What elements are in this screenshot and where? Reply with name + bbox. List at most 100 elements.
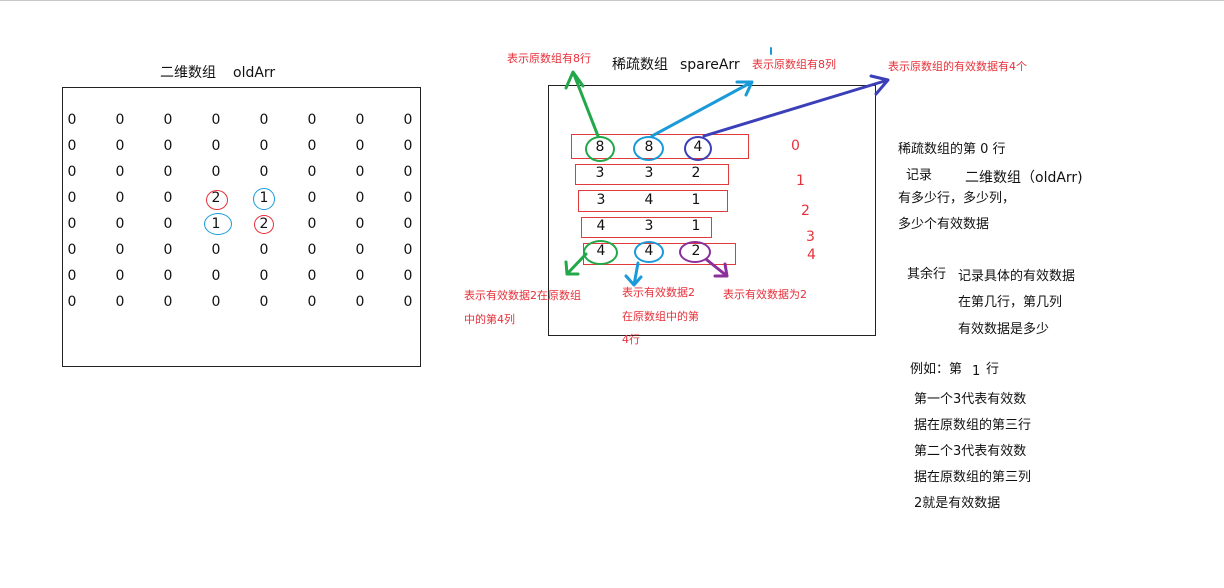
note-row-2: 在原数组中的第 [622, 310, 699, 323]
matrix-cell: 0 [163, 294, 173, 310]
matrix-cell: 0 [163, 242, 173, 258]
note-row-1: 表示有效数据2 [622, 286, 695, 299]
explain-rest-3: 有效数据是多少 [958, 322, 1050, 337]
sparse-cell: 3 [644, 218, 654, 234]
matrix-cell: 0 [67, 138, 77, 154]
explain-line3: 有多少行，多少列， [898, 191, 1016, 206]
matrix-cell: 0 [307, 242, 317, 258]
matrix-cell: 0 [355, 242, 365, 258]
matrix-cell: 0 [307, 190, 317, 206]
matrix-cell: 0 [259, 294, 269, 310]
highlight-ring [253, 188, 275, 210]
example-label: 例如：第 [910, 362, 963, 377]
sparse-cell: 4 [644, 192, 654, 208]
example-line-2: 据在原数组的第三行 [914, 418, 1032, 433]
note-cols: 表示原数组有8列 [752, 58, 836, 71]
explain-line2b: 二维数组（oldArr) [965, 170, 1083, 186]
matrix-cell: 0 [307, 112, 317, 128]
matrix-cell: 0 [403, 268, 413, 284]
matrix-cell: 0 [259, 138, 269, 154]
matrix-cell: 0 [403, 294, 413, 310]
sparse-row-index: 2 [801, 203, 810, 219]
matrix-cell: 0 [163, 190, 173, 206]
matrix-cell: 0 [259, 164, 269, 180]
matrix-cell: 0 [355, 112, 365, 128]
matrix-cell: 0 [163, 112, 173, 128]
matrix-cell: 0 [403, 190, 413, 206]
example-num: 1 [972, 364, 981, 379]
matrix-cell: 0 [211, 268, 221, 284]
highlight-ring [254, 215, 274, 234]
highlight-ring [634, 241, 664, 263]
highlight-ring [583, 240, 618, 265]
sparse-row-index: 4 [807, 247, 816, 263]
sparse-cell: 1 [691, 192, 701, 208]
sparse-cell: 3 [595, 165, 605, 181]
highlight-ring [204, 213, 232, 235]
matrix-cell: 0 [355, 216, 365, 232]
sparse-row-box [571, 134, 749, 159]
matrix-cell: 0 [307, 164, 317, 180]
matrix-cell: 0 [307, 294, 317, 310]
sparse-cell: 3 [644, 165, 654, 181]
matrix-cell: 0 [211, 112, 221, 128]
highlight-ring [585, 136, 615, 162]
matrix-cell: 0 [403, 138, 413, 154]
matrix-cell: 0 [115, 268, 125, 284]
matrix-cell: 0 [259, 268, 269, 284]
example-row: 行 [986, 362, 1000, 377]
matrix-cell: 0 [163, 164, 173, 180]
arrow-purple-down [705, 258, 729, 278]
matrix-cell: 0 [67, 216, 77, 232]
matrix-cell: 0 [403, 164, 413, 180]
arrow-indigo-up [702, 74, 890, 138]
top-divider [0, 0, 1224, 1]
sparse-row-index: 3 [806, 229, 815, 245]
example-line-4: 据在原数组的第三列 [914, 470, 1032, 485]
matrix-cell: 0 [211, 138, 221, 154]
matrix-cell: 0 [67, 112, 77, 128]
matrix-cell: 0 [67, 242, 77, 258]
matrix-cell: 0 [115, 190, 125, 206]
explain-rest-1: 记录具体的有效数据 [958, 269, 1076, 284]
oldarr-name: oldArr [233, 65, 276, 81]
matrix-cell: 0 [307, 138, 317, 154]
matrix-cell: 0 [211, 242, 221, 258]
sparse-frame [548, 85, 876, 336]
note-rows: 表示原数组有8行 [507, 52, 591, 65]
oldarr-frame [62, 87, 421, 367]
arrow-cyan-down [624, 261, 643, 287]
explain-rest-label: 其余行 [907, 267, 947, 282]
explain-rest-2: 在第几行，第几列 [958, 295, 1063, 310]
matrix-cell: 0 [307, 268, 317, 284]
arrow-green-down [564, 252, 588, 276]
matrix-cell: 0 [403, 112, 413, 128]
sparse-row-box [575, 164, 729, 185]
matrix-cell: 0 [115, 242, 125, 258]
matrix-cell: 0 [307, 216, 317, 232]
oldarr-title: 二维数组 [160, 65, 216, 81]
matrix-cell: 0 [67, 190, 77, 206]
sparse-title: 稀疏数组 [612, 57, 668, 73]
matrix-cell: 0 [211, 294, 221, 310]
matrix-cell: 0 [211, 164, 221, 180]
explain-line2a: 记录 [906, 168, 933, 183]
sparse-row-box [578, 190, 728, 212]
matrix-cell: 0 [163, 216, 173, 232]
sparse-row-index: 0 [791, 138, 800, 154]
note-value: 表示有效数据为2 [723, 288, 807, 301]
sparse-name: spareArr [680, 57, 740, 73]
explain-line4: 多少个有效数据 [898, 217, 990, 232]
matrix-cell: 0 [259, 112, 269, 128]
highlight-ring [206, 190, 228, 210]
note-col-1: 表示有效数据2在原数组 [464, 289, 581, 302]
note-row-3: 4行 [622, 333, 640, 346]
matrix-cell: 0 [67, 294, 77, 310]
matrix-cell: 0 [67, 268, 77, 284]
sparse-cell: 1 [691, 218, 701, 234]
highlight-ring [679, 241, 711, 263]
highlight-ring [684, 136, 712, 161]
note-count: 表示原数组的有效数据有4个 [888, 60, 1027, 73]
example-line-1: 第一个3代表有效数 [914, 392, 1027, 407]
